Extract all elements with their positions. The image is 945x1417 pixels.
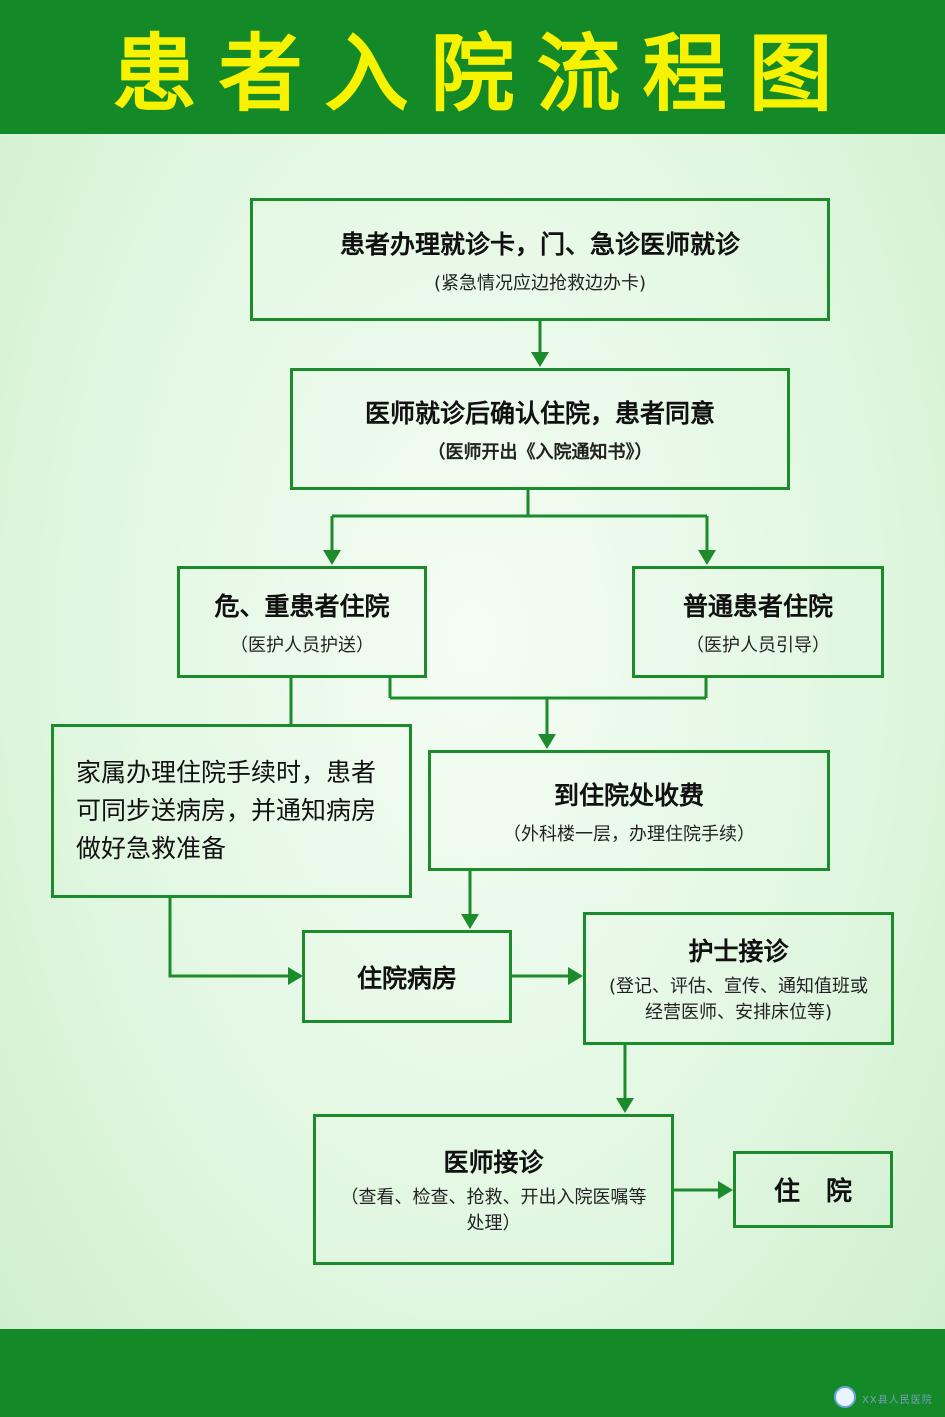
- step-registration-title: 患者办理就诊卡，门、急诊医师就诊: [339, 229, 740, 259]
- hospital-logo-text: XX县人民医院: [862, 1395, 933, 1406]
- step-registration-box: 患者办理就诊卡，门、急诊医师就诊 (紧急情况应边抢救边办卡): [250, 198, 830, 321]
- line-b5-b7: [168, 897, 288, 978]
- family-procedure-text: 家属办理住院手续时，患者可同步送病房，并通知病房做好急救准备: [76, 758, 377, 863]
- arrowhead-b6: [538, 734, 556, 749]
- regular-patient-note: （医护人员引导）: [686, 635, 830, 656]
- nurse-reception-title: 护士接诊: [688, 936, 789, 966]
- nurse-reception-box: 护士接诊 (登记、评估、宣传、通知值班或经营医师、安排床位等): [583, 912, 894, 1045]
- hospital-logo-icon: [834, 1386, 856, 1408]
- doctor-reception-box: 医师接诊 （查看、检查、抢救、开出入院医嘱等处理）: [313, 1114, 674, 1265]
- family-procedure-box: 家属办理住院手续时，患者可同步送病房，并通知病房做好急救准备: [51, 724, 412, 898]
- footer-banner: [0, 1329, 945, 1417]
- arrowhead-b4: [698, 550, 716, 565]
- arrowhead-b2: [531, 352, 549, 367]
- doctor-reception-note: （查看、检查、抢救、开出入院医嘱等处理）: [340, 1186, 647, 1234]
- step-confirm-admission-box: 医师就诊后确认住院，患者同意 （医师开出《入院通知书》）: [290, 368, 790, 490]
- nurse-reception-note: (登记、评估、宣传、通知值班或经营医师、安排床位等): [608, 975, 869, 1023]
- critical-patient-box: 危、重患者住院 （医护人员护送）: [177, 566, 427, 678]
- critical-patient-note: （医护人员护送）: [230, 635, 374, 656]
- header-banner: 患者入院流程图: [0, 0, 945, 134]
- payment-note: （外科楼一层，办理住院手续）: [503, 823, 755, 845]
- arrowhead-b10: [718, 1181, 733, 1199]
- arrowhead-b9: [616, 1098, 634, 1113]
- doctor-reception-title: 医师接诊: [443, 1147, 544, 1177]
- arrowhead-b7-top: [461, 914, 479, 929]
- ward-title: 住院病房: [356, 963, 457, 993]
- admitted-box: 住 院: [733, 1151, 893, 1228]
- arrowhead-b8: [568, 967, 583, 985]
- step-confirm-admission-title: 医师就诊后确认住院，患者同意: [364, 399, 715, 428]
- step-registration-note: (紧急情况应边抢救边办卡): [433, 272, 647, 294]
- admitted-title: 住 院: [773, 1177, 852, 1207]
- arrowhead-b7-left: [288, 967, 303, 985]
- payment-box: 到住院处收费 （外科楼一层，办理住院手续）: [428, 750, 830, 871]
- regular-patient-title: 普通患者住院: [682, 592, 833, 621]
- payment-title: 到住院处收费: [553, 780, 704, 810]
- ward-box: 住院病房: [302, 930, 512, 1023]
- arrowhead-b3: [323, 550, 341, 565]
- page-title: 患者入院流程图: [112, 24, 855, 123]
- step-confirm-admission-note: （医师开出《入院通知书》）: [427, 442, 653, 463]
- regular-patient-box: 普通患者住院 （医护人员引导）: [632, 566, 884, 678]
- critical-patient-title: 危、重患者住院: [214, 592, 390, 621]
